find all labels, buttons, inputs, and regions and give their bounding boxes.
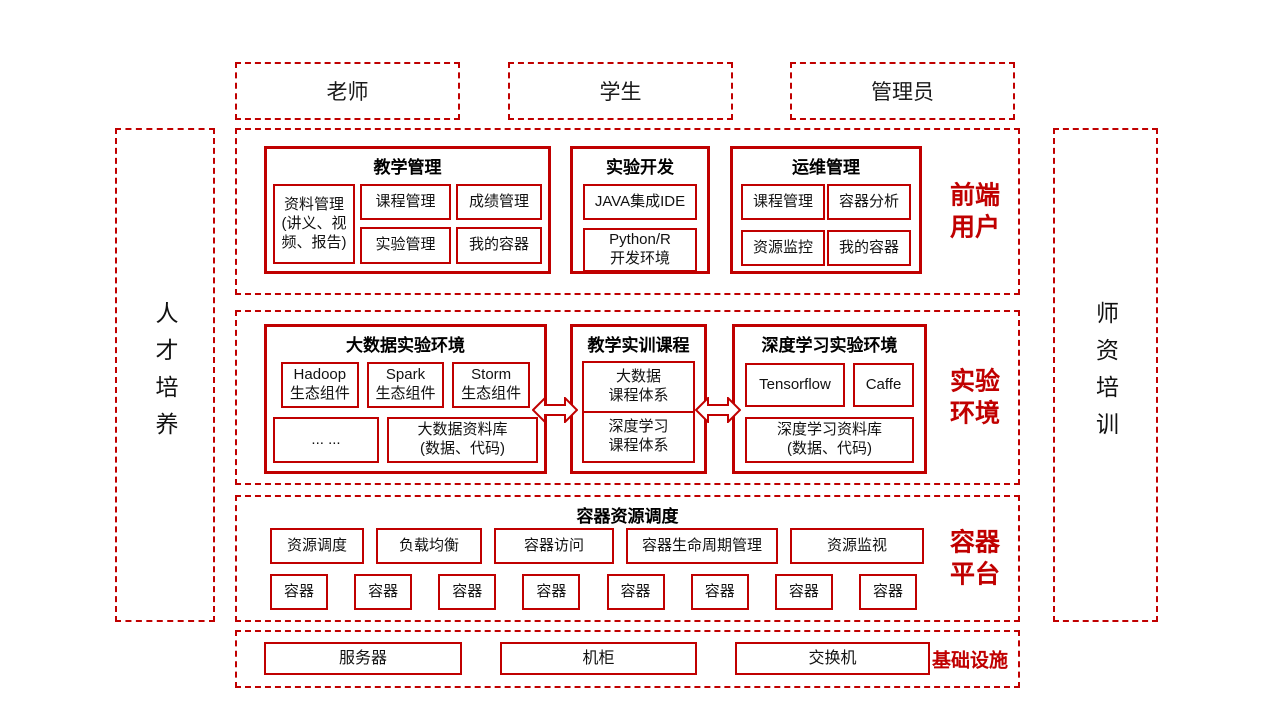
layer-frontend-users: 教学管理 课程管理 资料管理 (讲义、视频、报告) 成绩管理 实验管理 我的容器… [235, 128, 1020, 295]
group-teaching-management: 教学管理 课程管理 资料管理 (讲义、视频、报告) 成绩管理 实验管理 我的容器 [264, 146, 551, 274]
item-container-4: 容器 [522, 574, 581, 610]
actor-student-label: 学生 [599, 81, 642, 104]
side-teacher-training-label: 师资培训 [1092, 301, 1119, 449]
item-more-components: ... ... [273, 417, 379, 464]
layer-container-platform: 容器资源调度 资源调度 负载均衡 容器访问 容器生命周期管理 资源监视 容器 容… [235, 495, 1020, 622]
item-my-container: 我的容器 [456, 227, 542, 265]
item-hadoop: Hadoop 生态组件 [281, 362, 359, 409]
item-bigdata-repository: 大数据资料库 (数据、代码) [387, 417, 538, 464]
item-container-8: 容器 [858, 574, 917, 610]
item-resource-watch: 资源监视 [790, 528, 924, 564]
actor-admin-box: 管理员 [790, 62, 1015, 120]
item-course-management: 课程管理 [360, 184, 451, 221]
group-teaching-title: 教学管理 [373, 158, 442, 177]
item-load-balancing: 负载均衡 [376, 528, 482, 564]
item-container-7: 容器 [774, 574, 833, 610]
experiment-environment-label: 实验环境 [949, 367, 1000, 428]
group-ops-title: 运维管理 [792, 158, 860, 177]
side-teacher-training-box: 师资培训 [1053, 128, 1158, 622]
group-operations-management: 运维管理 课程管理 容器分析 资源监控 我的容器 [730, 146, 922, 274]
ops-items-grid: 课程管理 容器分析 资源监控 我的容器 [733, 184, 919, 267]
infrastructure-label: 基础设施 [931, 650, 1008, 672]
item-container-3: 容器 [438, 574, 497, 610]
item-container-analysis: 容器分析 [827, 184, 911, 221]
containers-row: 容器 容器 容器 容器 容器 容器 容器 容器 [270, 574, 917, 610]
group-experiment-development: 实验开发 JAVA集成IDE Python/R 开发环境 [570, 146, 710, 274]
item-server: 服务器 [264, 642, 462, 675]
item-ops-my-container: 我的容器 [827, 230, 911, 267]
bigdata-eco-row: Hadoop 生态组件 Spark 生态组件 Storm 生态组件 [267, 362, 544, 409]
item-ops-course-management: 课程管理 [741, 184, 825, 221]
item-caffe: Caffe [853, 363, 914, 408]
item-container-2: 容器 [354, 574, 413, 610]
item-experiment-management: 实验管理 [360, 227, 451, 265]
actor-student-box: 学生 [508, 62, 733, 120]
item-grade-management: 成绩管理 [456, 184, 542, 221]
item-spark: Spark 生态组件 [366, 362, 445, 409]
deeplearning-repo-row: 深度学习资料库 (数据、代码) [735, 417, 924, 464]
deeplearning-framework-row: Tensorflow Caffe [735, 363, 924, 408]
item-tensorflow: Tensorflow [745, 363, 845, 408]
actor-teacher-box: 老师 [235, 62, 460, 120]
item-python-r-env: Python/R 开发环境 [583, 228, 697, 273]
side-talent-cultivation-box: 人才培养 [115, 128, 215, 622]
group-bigdata-environment: 大数据实验环境 Hadoop 生态组件 Spark 生态组件 Storm 生态组… [264, 324, 547, 474]
item-bigdata-course-system: 大数据 课程体系 [582, 361, 695, 414]
actor-teacher-label: 老师 [326, 81, 369, 104]
container-features-row: 资源调度 负载均衡 容器访问 容器生命周期管理 资源监视 [270, 528, 924, 564]
courses-column: 大数据 课程体系 深度学习 课程体系 [573, 361, 704, 463]
teaching-items-grid: 课程管理 资料管理 (讲义、视频、报告) 成绩管理 实验管理 我的容器 [267, 184, 548, 265]
item-switch: 交换机 [735, 642, 930, 675]
actor-admin-label: 管理员 [871, 81, 934, 104]
group-deeplearning-environment: 深度学习实验环境 Tensorflow Caffe 深度学习资料库 (数据、代码… [732, 324, 927, 474]
item-deeplearning-repository: 深度学习资料库 (数据、代码) [745, 417, 914, 464]
item-container-6: 容器 [690, 574, 749, 610]
container-platform-label: 容器平台 [949, 528, 1000, 589]
group-deeplearning-title: 深度学习实验环境 [761, 336, 898, 355]
side-talent-cultivation-label: 人才培养 [152, 301, 178, 449]
frontend-users-label: 前端用户 [949, 181, 1000, 242]
group-courses-title: 教学实训课程 [587, 336, 690, 355]
container-scheduling-title: 容器资源调度 [576, 507, 679, 526]
item-container-5: 容器 [606, 574, 665, 610]
item-container-lifecycle: 容器生命周期管理 [626, 528, 778, 564]
layer-experiment-environment: 大数据实验环境 Hadoop 生态组件 Spark 生态组件 Storm 生态组… [235, 310, 1020, 485]
double-arrow-left-icon [532, 397, 578, 423]
item-storm: Storm 生态组件 [452, 362, 530, 409]
double-arrow-right-icon [695, 397, 741, 423]
dev-items-column: JAVA集成IDE Python/R 开发环境 [573, 184, 707, 273]
group-dev-title: 实验开发 [606, 158, 674, 177]
group-training-courses: 教学实训课程 大数据 课程体系 深度学习 课程体系 [570, 324, 707, 474]
item-java-ide: JAVA集成IDE [583, 184, 697, 221]
item-container-access: 容器访问 [494, 528, 614, 564]
bigdata-repo-row: ... ... 大数据资料库 (数据、代码) [267, 417, 544, 464]
item-material-management: 资料管理 (讲义、视频、报告) [273, 184, 355, 265]
item-cabinet: 机柜 [500, 642, 697, 675]
group-bigdata-title: 大数据实验环境 [346, 336, 465, 355]
layer-infrastructure: 服务器 机柜 交换机 基础设施 [235, 630, 1020, 688]
item-resource-monitoring: 资源监控 [741, 230, 825, 267]
item-resource-scheduling: 资源调度 [270, 528, 364, 564]
item-deeplearning-course-system: 深度学习 课程体系 [582, 410, 695, 463]
item-container-1: 容器 [270, 574, 328, 610]
